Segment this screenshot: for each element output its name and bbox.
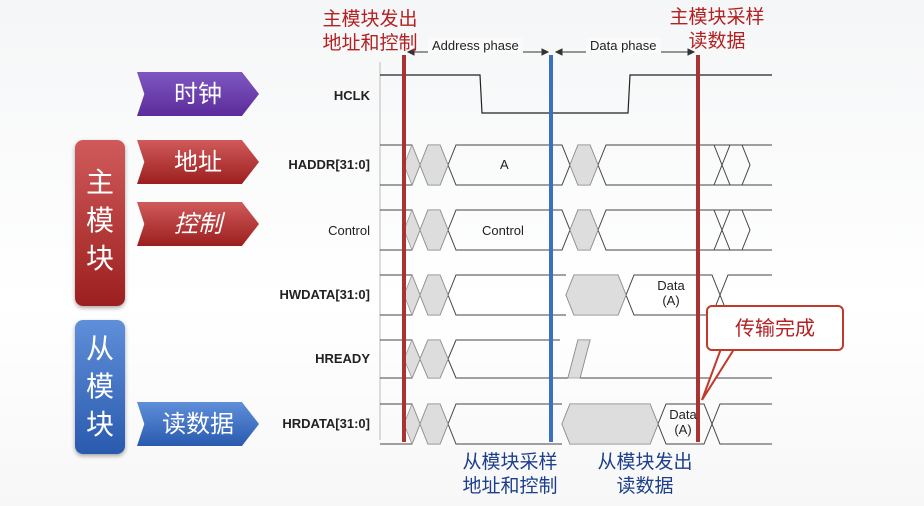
hready-shade <box>567 339 591 379</box>
slave-issue-annotation: 从模块发出 读数据 <box>580 450 710 498</box>
control-value: Control <box>482 223 524 238</box>
slave-issue-line2: 读数据 <box>616 475 674 497</box>
haddr-wave-3 <box>713 144 751 186</box>
slave-issue-line1: 从模块发出 <box>597 451 693 473</box>
hready-shade <box>403 338 449 380</box>
slave-char-3: 块 <box>85 408 114 441</box>
arrow-head <box>554 48 563 56</box>
hrdata-value-line1: Data <box>669 407 697 422</box>
control-label: 控制 <box>137 202 259 246</box>
master-char-3: 块 <box>85 242 114 275</box>
read-data-label: 读数据 <box>137 402 259 446</box>
master-issue-annotation: 主模块发出 地址和控制 <box>305 7 435 55</box>
signal-hclk: HCLK <box>333 88 370 103</box>
hrdata-value-line2: (A) <box>674 422 692 437</box>
arrow-head <box>541 48 550 56</box>
hrdata-shade <box>403 402 449 446</box>
master-sample-line1: 主模块采样 <box>669 6 765 28</box>
hrdata-shade <box>561 403 659 445</box>
signal-hready: HREADY <box>315 351 370 366</box>
data-phase-label: Data phase <box>586 38 661 53</box>
clock-label: 时钟 <box>137 72 259 116</box>
master-sample-annotation: 主模块采样 读数据 <box>652 5 782 53</box>
hwdata-value: Data (A) <box>654 278 688 308</box>
control-shade <box>403 208 449 252</box>
hwdata-shade <box>403 273 449 317</box>
master-char-1: 主 <box>85 166 114 199</box>
hwdata-value-line2: (A) <box>662 293 680 308</box>
slave-sample-line1: 从模块采样 <box>462 451 558 473</box>
master-char-2: 模 <box>85 204 114 237</box>
arrow-head <box>406 48 415 56</box>
slave-module-box: 从 模 块 <box>75 320 125 454</box>
slave-char-1: 从 <box>85 332 114 365</box>
slave-sample-line2: 地址和控制 <box>462 475 558 497</box>
address-phase-label: Address phase <box>428 38 523 53</box>
haddr-shade <box>569 144 599 186</box>
signal-control: Control <box>328 223 370 238</box>
hwdata-shade <box>565 274 627 316</box>
slave-sample-annotation: 从模块采样 地址和控制 <box>445 450 575 498</box>
signal-haddr: HADDR[31:0] <box>288 157 370 172</box>
haddr-shade <box>403 143 449 187</box>
hwdata-value-line1: Data <box>657 278 685 293</box>
transfer-complete-callout: 传输完成 <box>706 305 844 351</box>
control-wave-2 <box>569 209 772 251</box>
haddr-wave-2 <box>569 144 772 186</box>
control-wave-3 <box>713 209 751 251</box>
master-module-box: 主 模 块 <box>75 140 125 306</box>
signal-hrdata: HRDATA[31:0] <box>282 416 370 431</box>
hrdata-value: Data (A) <box>666 407 700 437</box>
master-issue-line1: 主模块发出 <box>322 8 418 30</box>
slave-char-2: 模 <box>85 370 114 403</box>
hclk-wave <box>380 74 772 114</box>
control-shade <box>569 209 599 251</box>
arrow-head <box>687 48 696 56</box>
callout-pointer <box>701 345 738 401</box>
haddr-value: A <box>500 157 509 172</box>
master-sample-line2: 读数据 <box>688 30 746 52</box>
address-label: 地址 <box>137 140 259 184</box>
master-issue-line2: 地址和控制 <box>322 32 418 54</box>
signal-hwdata: HWDATA[31:0] <box>279 287 370 302</box>
